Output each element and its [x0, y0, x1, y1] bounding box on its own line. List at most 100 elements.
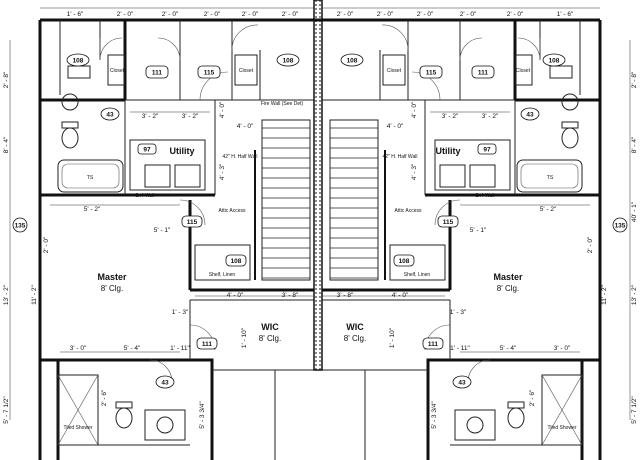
svg-text:8' - 4": 8' - 4" [631, 136, 638, 153]
svg-text:5' - 4": 5' - 4" [500, 345, 517, 352]
tag-108: 108 [66, 53, 90, 67]
middle-partitions [40, 54, 600, 197]
svg-text:5' - 1": 5' - 1" [470, 227, 487, 234]
closet-mid-right-label: Closet [387, 68, 402, 74]
grid-bubble-right: 135 [612, 217, 628, 233]
svg-text:2' - 0": 2' - 0" [242, 11, 259, 18]
tub-right-label: TS [547, 175, 554, 181]
fire-wall [313, 0, 323, 371]
svg-text:1' - 11": 1' - 11" [170, 345, 190, 352]
svg-text:115: 115 [426, 70, 437, 77]
stairs-left [261, 119, 311, 281]
tags: 108 111 115 108 108 115 111 108 43 43 97… [12, 53, 628, 389]
room-master-right: Master [493, 272, 523, 282]
svg-text:2' - 0": 2' - 0" [507, 11, 524, 18]
tag-43: 43 [520, 107, 540, 121]
room-utility-right: Utility [435, 146, 460, 156]
tag-43: 43 [155, 375, 175, 389]
tag-108: 108 [542, 53, 566, 67]
tub-left-label: TS [87, 175, 94, 181]
svg-text:3' - 2": 3' - 2" [482, 113, 499, 120]
svg-text:135: 135 [15, 223, 26, 230]
dimension-lines [9, 7, 631, 420]
tag-108: 108 [340, 53, 364, 67]
tag-115: 115 [197, 65, 221, 79]
stairs-right [329, 119, 379, 281]
svg-text:4' - 0": 4' - 0" [237, 123, 254, 130]
svg-text:1' - 11": 1' - 11" [450, 345, 470, 352]
svg-text:108: 108 [73, 58, 84, 65]
master-partitions [40, 199, 600, 383]
svg-text:4' - 0": 4' - 0" [392, 292, 409, 299]
bottom-baths [57, 370, 583, 460]
svg-text:2' - 0": 2' - 0" [117, 11, 134, 18]
svg-text:40' - 1": 40' - 1" [631, 201, 638, 222]
svg-text:3' - 0": 3' - 0" [554, 345, 571, 352]
svg-text:3' - 2": 3' - 2" [142, 113, 159, 120]
ceiling-master-right: 8' Clg. [497, 284, 519, 293]
svg-text:115: 115 [443, 219, 454, 226]
svg-text:3' - 8": 3' - 8" [337, 292, 354, 299]
room-wic-left: WIC [261, 322, 279, 332]
tag-115: 115 [437, 215, 459, 228]
attic-access-right: Attic Access [395, 208, 422, 214]
svg-text:1' - 6": 1' - 6" [557, 11, 574, 18]
svg-text:2' - 0": 2' - 0" [460, 11, 477, 18]
tag-108: 108 [225, 254, 247, 267]
closet-mid-left-label: Closet [239, 68, 254, 74]
tag-115: 115 [181, 215, 203, 228]
svg-text:2' - 0": 2' - 0" [282, 11, 299, 18]
svg-text:43: 43 [161, 380, 169, 387]
room-wic-right: WIC [346, 322, 364, 332]
tag-97: 97 [477, 143, 497, 155]
svg-text:2' - 0": 2' - 0" [377, 11, 394, 18]
svg-text:43: 43 [458, 380, 466, 387]
wall-note-left: 2x4 Wall [136, 193, 155, 199]
svg-text:8' - 4": 8' - 4" [3, 136, 10, 153]
svg-text:3' - 2": 3' - 2" [182, 113, 199, 120]
ceiling-wic-right: 8' Clg. [344, 334, 366, 343]
svg-text:1' - 10": 1' - 10" [389, 327, 396, 348]
svg-text:5' - 3 3/4": 5' - 3 3/4" [431, 401, 438, 429]
door-swings-top [99, 24, 541, 101]
svg-text:5' - 1": 5' - 1" [154, 227, 171, 234]
svg-text:4' - 3": 4' - 3" [411, 163, 418, 180]
svg-text:97: 97 [483, 147, 491, 154]
svg-text:111: 111 [478, 70, 489, 77]
svg-text:13' - 2": 13' - 2" [631, 284, 638, 305]
svg-text:108: 108 [231, 258, 242, 265]
room-utility-left: Utility [169, 146, 194, 156]
tag-111: 111 [196, 337, 218, 350]
svg-text:4' - 0": 4' - 0" [411, 101, 418, 118]
grid-bubble-left: 135 [12, 217, 28, 233]
svg-text:4' - 0": 4' - 0" [227, 292, 244, 299]
svg-text:43: 43 [526, 112, 534, 119]
svg-text:43: 43 [106, 112, 114, 119]
svg-text:1' - 3": 1' - 3" [450, 309, 467, 316]
dimension-text: 1' - 6" 2' - 0" 2' - 0" 2' - 0" 2' - 0" … [3, 11, 638, 429]
svg-text:11' - 2": 11' - 2" [601, 284, 608, 304]
tag-43: 43 [452, 375, 472, 389]
svg-text:97: 97 [143, 147, 151, 154]
svg-text:2' - 8": 2' - 8" [3, 71, 10, 88]
half-wall-right-label: 42" H. Half Wall [383, 154, 418, 160]
svg-text:4' - 3": 4' - 3" [219, 163, 226, 180]
closet-left-label: Closet [110, 68, 125, 74]
linen-right-label: Shelf, Linen [404, 272, 431, 278]
svg-text:13' - 2": 13' - 2" [3, 284, 10, 305]
tag-43: 43 [100, 107, 120, 121]
svg-text:108: 108 [347, 58, 358, 65]
tag-108: 108 [393, 254, 415, 267]
shower-left-label: Tiled Shower [64, 425, 93, 431]
ceiling-wic-left: 8' Clg. [259, 334, 281, 343]
svg-text:2' - 6": 2' - 6" [101, 389, 108, 406]
svg-text:1' - 10": 1' - 10" [241, 327, 248, 348]
svg-text:115: 115 [187, 219, 198, 226]
svg-text:4' - 0": 4' - 0" [387, 123, 404, 130]
svg-text:4' - 0": 4' - 0" [219, 101, 226, 118]
svg-text:108: 108 [283, 58, 294, 65]
svg-text:2' - 0": 2' - 0" [162, 11, 179, 18]
svg-text:1' - 3": 1' - 3" [172, 309, 189, 316]
svg-text:2' - 6": 2' - 6" [529, 389, 536, 406]
